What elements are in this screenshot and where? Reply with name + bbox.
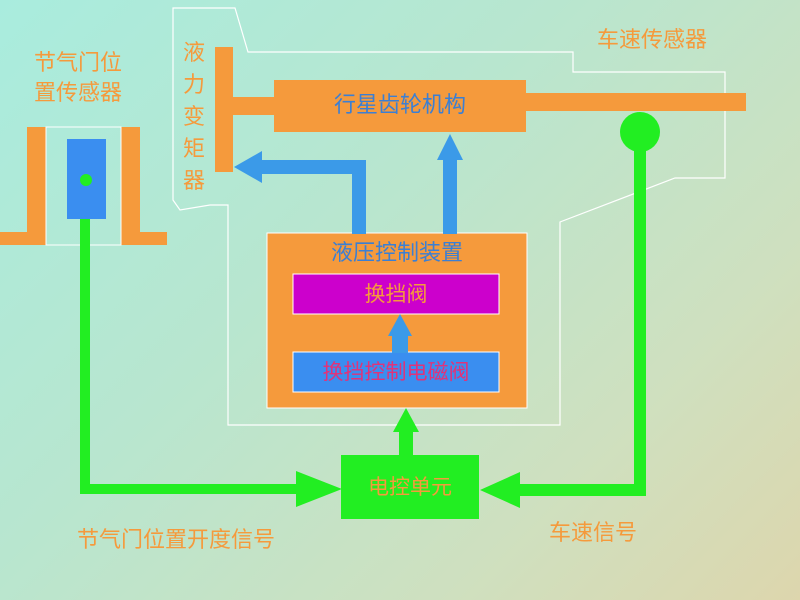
speed-signal-label: 车速信号 xyxy=(549,521,638,546)
shift-solenoid-box xyxy=(292,351,500,393)
ecu-label: 电控单元 xyxy=(368,475,452,499)
arrow-head-speed-to-ecu xyxy=(480,472,520,508)
torque-converter-char-1: 液 xyxy=(183,41,206,66)
ecu-box xyxy=(341,455,479,519)
planetary-gear-box xyxy=(274,80,526,132)
hydraulic-control-label: 液压控制装置 xyxy=(330,241,463,266)
torque-converter-char-4: 矩 xyxy=(183,137,206,162)
speed-sensor-wheel xyxy=(620,112,660,152)
shift-valve-box xyxy=(292,273,500,315)
torque-converter-char-3: 变 xyxy=(183,105,206,130)
arrow-head-to-shift-valve xyxy=(388,314,412,336)
throttle-sensor-label-line1: 节气门位 xyxy=(34,51,123,76)
transmission-housing-outline xyxy=(172,7,726,426)
throttle-sensor xyxy=(0,126,167,246)
speed-sensor-label: 车速传感器 xyxy=(597,28,708,53)
planetary-gear-label: 行星齿轮机构 xyxy=(333,93,466,118)
throttle-signal-label: 节气门位置开度信号 xyxy=(77,528,276,553)
torque-converter-char-2: 力 xyxy=(183,73,206,98)
green-arrows xyxy=(80,150,646,508)
output-shaft xyxy=(526,93,746,111)
torque-converter-link xyxy=(233,97,275,115)
arrow-head-to-planetary-gear xyxy=(437,134,463,160)
arrow-head-to-torque-converter xyxy=(234,151,262,183)
shift-solenoid-label: 换挡控制电磁阀 xyxy=(322,360,470,384)
arrow-head-throttle-to-ecu xyxy=(296,471,342,507)
throttle-sensor-label-line2: 置传感器 xyxy=(34,81,123,106)
shift-valve-label: 换挡阀 xyxy=(364,282,428,306)
torque-converter-bar xyxy=(215,47,233,172)
arrow-head-ecu-to-hydraulic xyxy=(393,408,419,432)
torque-converter-char-5: 器 xyxy=(183,169,206,194)
blue-arrows xyxy=(234,134,463,353)
